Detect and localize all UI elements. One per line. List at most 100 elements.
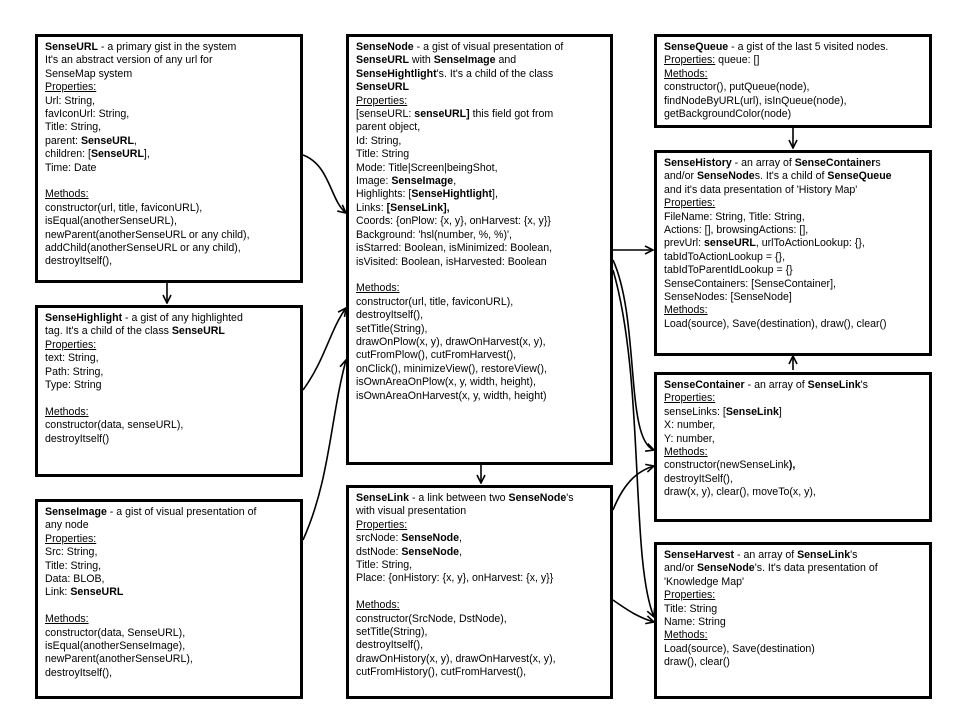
property-inline: queue: [] (715, 54, 760, 67)
text-segment: and (495, 54, 517, 67)
property-line: Url: String, (45, 95, 293, 108)
property-line: isVisited: Boolean, isHarvested: Boolean (356, 256, 603, 269)
text-segment: SenseMap system (45, 67, 133, 80)
property-line: Title: String, (45, 560, 293, 573)
property-line: Title: String, (45, 121, 293, 134)
text-segment: , (133, 134, 137, 147)
text-segment: destroyItself() (45, 432, 110, 445)
text-segment: newParent(anotherSenseURL), (45, 653, 193, 666)
class-name: SenseQueue (664, 41, 729, 53)
text-segment: Highlights: [ (356, 188, 412, 201)
text-segment: draw(x, y), clear(), moveTo(x, y), (664, 486, 816, 499)
methods-heading: Methods: (45, 188, 89, 201)
sensehistory-class-box[interactable]: SenseHistory - an array of SenseContaine… (654, 150, 932, 356)
description-line: and it's data presentation of 'History M… (664, 184, 922, 197)
method-line: constructor(SrcNode, DstNode), (356, 613, 603, 626)
property-line: children: [SenseURL], (45, 148, 293, 161)
class-title: SenseContainer - an array of SenseLink's (664, 379, 922, 392)
text-segment: - an array of (731, 157, 795, 169)
property-line: tabIdToParentIdLookup = {} (664, 264, 922, 277)
text-segment: , (459, 532, 462, 545)
class-reference: [SenseLink], (386, 201, 450, 214)
text-segment: dstNode: (356, 545, 402, 558)
text-segment: - a gist of visual presentation of (106, 506, 257, 518)
text-segment: Url: String, (45, 94, 96, 107)
methods-heading-line: Methods: (664, 446, 922, 459)
arrow-sensenode-to-senseharvest (612, 269, 654, 617)
property-line: [senseURL: senseURL] this field got from (356, 108, 603, 121)
description-line: and/or SenseNodes. It's a child of Sense… (664, 170, 922, 183)
properties-heading-line: Properties: (664, 589, 922, 602)
text-segment: ] (778, 405, 782, 418)
text-segment: destroyItself(), (356, 309, 424, 322)
text-segment: favIconUrl: String, (45, 108, 130, 121)
text-segment: constructor(url, title, faviconURL), (45, 201, 203, 214)
property-line: isStarred: Boolean, isMinimized: Boolean… (356, 242, 603, 255)
text-segment: s. It's a child of (754, 170, 828, 183)
description-line: with visual presentation (356, 505, 603, 518)
description-line: SenseMap system (45, 68, 293, 81)
property-line: text: String, (45, 352, 293, 365)
sensenode-class-box[interactable]: SenseNode - a gist of visual presentatio… (346, 34, 613, 465)
senselink-class-box[interactable]: SenseLink - a link between two SenseNode… (346, 485, 613, 699)
text-segment: Load(source), Save(destination), draw(),… (664, 317, 887, 330)
text-segment: - a primary gist in the system (97, 41, 237, 53)
text-segment: Title: String (356, 148, 410, 161)
methods-heading: Methods: (356, 599, 400, 612)
text-segment: parent object, (356, 121, 421, 134)
method-line: draw(x, y), clear(), moveTo(x, y), (664, 486, 922, 499)
properties-heading-line: Properties: (664, 197, 922, 210)
text-segment: isVisited: Boolean, isHarvested: Boolean (356, 255, 547, 268)
text-segment: Place: {onHistory: {x, y}, onHarvest: {x… (356, 572, 554, 585)
property-line: Y: number, (664, 433, 922, 446)
class-reference: SenseURL (80, 134, 134, 147)
methods-heading-line: Methods: (356, 282, 603, 295)
text-segment: and it's data presentation of 'History M… (664, 183, 858, 196)
sensehighlight-class-box[interactable]: SenseHighlight - a gist of any highlight… (35, 305, 303, 477)
methods-heading-line: Methods: (664, 68, 922, 81)
text-segment: isOwnAreaOnPlow(x, y, width, height), (356, 376, 536, 389)
text-segment: destroyItself(), (45, 666, 113, 679)
class-title: SenseQueue - a gist of the last 5 visite… (664, 41, 922, 54)
text-segment: constructor(data, SenseURL), (45, 626, 186, 639)
class-title: SenseURL - a primary gist in the system (45, 41, 293, 54)
method-line: destroyItSelf(), (664, 473, 922, 486)
text-segment: constructor(SrcNode, DstNode), (356, 612, 507, 625)
class-name: SenseImage (45, 506, 107, 518)
sensequeue-class-box[interactable]: SenseQueue - a gist of the last 5 visite… (654, 34, 932, 128)
class-reference: SenseNode (696, 170, 755, 183)
text-segment: isStarred: Boolean, isMinimized: Boolean… (356, 242, 553, 255)
text-segment: onClick(), minimizeView(), restoreView()… (356, 362, 547, 375)
method-line: draw(), clear() (664, 656, 922, 669)
properties-heading-line: Properties: (664, 392, 922, 405)
class-reference: SenseURL (171, 325, 225, 338)
class-name: SenseHarvest (664, 549, 735, 561)
sensecontainer-class-box[interactable]: SenseContainer - an array of SenseLink's… (654, 372, 932, 522)
text-segment: drawOnHistory(x, y), drawOnHarvest(x, y)… (356, 652, 556, 665)
method-line: addChild(anotherSenseURL or any child), (45, 242, 293, 255)
text-segment: destroyItSelf(), (664, 472, 733, 485)
description-line: and/or SenseNode's. It's data presentati… (664, 562, 922, 575)
method-line: drawOnHistory(x, y), drawOnHarvest(x, y)… (356, 653, 603, 666)
text-segment: constructor(newSenseLink (664, 459, 789, 472)
text-segment: FileName: String, Title: String, (664, 210, 805, 223)
property-line: FileName: String, Title: String, (664, 211, 922, 224)
property-line: Highlights: [SenseHightlight], (356, 188, 603, 201)
class-name: SenseHighlight (45, 312, 123, 324)
method-line: cutFromHistory(), cutFromHarvest(), (356, 666, 603, 679)
section-gap (356, 269, 603, 282)
properties-heading: Properties: (664, 54, 716, 67)
senseimage-class-box[interactable]: SenseImage - a gist of visual presentati… (35, 499, 303, 699)
text-segment: s (875, 157, 881, 169)
method-line: newParent(anotherSenseURL or any child), (45, 229, 293, 242)
method-line: constructor(url, title, faviconURL), (45, 202, 293, 215)
method-line: constructor(data, SenseURL), (45, 627, 293, 640)
class-title: SenseNode - a gist of visual presentatio… (356, 41, 603, 54)
class-reference: SenseNode (696, 562, 755, 575)
method-line: isOwnAreaOnPlow(x, y, width, height), (356, 376, 603, 389)
class-reference: senseURL (704, 237, 756, 250)
class-reference: senseURL] (414, 108, 470, 121)
property-line: parent object, (356, 121, 603, 134)
